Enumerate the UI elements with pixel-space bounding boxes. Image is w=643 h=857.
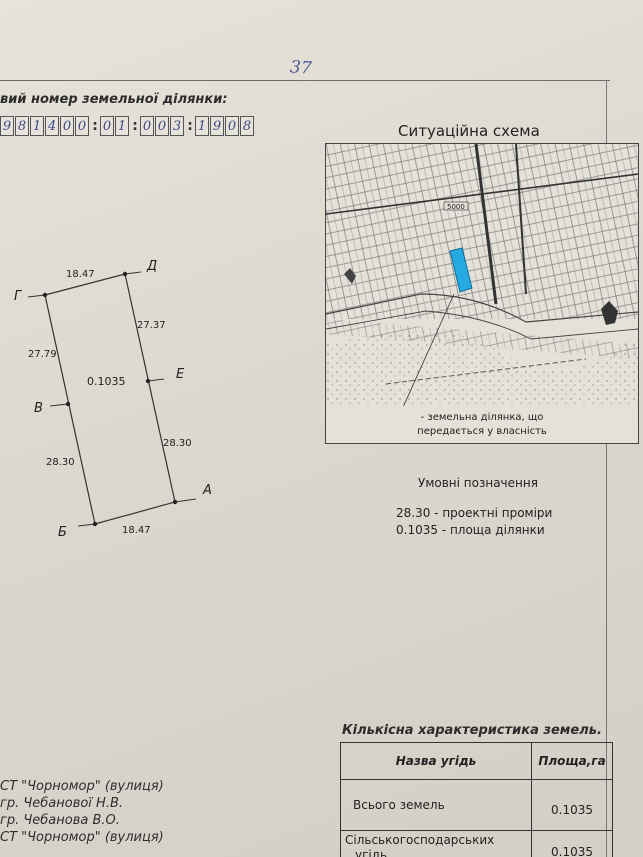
cad-digit: 0: [75, 116, 89, 136]
cad-digit: 0: [60, 116, 74, 136]
row-agri-name-line1: Сільськогосподарських: [345, 833, 495, 847]
situation-title: Ситуаційна схема: [398, 122, 540, 140]
cadastral-number: 9 8 1 4 0 0 : 0 1 : 0 0 3 : 1 9 0 8: [0, 116, 255, 136]
row-total-name: Всього земель: [340, 779, 532, 831]
vertex-v: [65, 401, 71, 407]
cad-digit: 3: [170, 116, 184, 136]
point-label-g: Г: [14, 289, 23, 304]
map-block-number: 5000: [447, 203, 465, 211]
point-label-a: А: [202, 483, 212, 498]
cad-digit: 0: [100, 116, 114, 136]
land-table: Назва угідь Площа,га Всього земель 0.103…: [340, 742, 613, 857]
cad-separator: :: [132, 118, 138, 134]
legend-item-area: 0.1035 - площа ділянки: [396, 523, 545, 537]
row-agri-name-line2: угідь: [355, 848, 388, 857]
cad-digit: 4: [45, 116, 59, 136]
cad-separator: :: [92, 118, 98, 134]
measure-v-b: 28.30: [46, 457, 75, 468]
plot-label-line2: передається у власність: [417, 426, 547, 437]
owner-line: СТ "Чорномор" (вулиця): [0, 779, 164, 794]
cad-digit: 0: [140, 116, 154, 136]
row-agri-area: 0.1035: [531, 830, 613, 857]
point-label-d: Д: [146, 259, 157, 274]
cad-digit: 8: [240, 116, 254, 136]
vertex-d: [122, 271, 128, 277]
cad-digit: 8: [15, 116, 29, 136]
legend-item-measurements: 28.30 - проектні проміри: [396, 506, 553, 520]
top-rule: [0, 80, 610, 81]
right-rule: [606, 80, 607, 857]
land-plot-marker: [449, 247, 473, 293]
map-parcels: [326, 144, 638, 319]
cad-digit: 9: [210, 116, 224, 136]
situation-map: 5000 - земельна ділянка, що передається …: [325, 143, 639, 444]
measure-top: 18.47: [66, 269, 95, 280]
situation-map-graphic: 5000: [326, 144, 638, 443]
plot-drawing: Г Д Е В А Б 18.47 27.37 27.79 0.1035 28.…: [14, 259, 212, 540]
point-label-e: Е: [176, 367, 185, 382]
table-row: Сільськогосподарських угідь 0.1035: [340, 830, 613, 857]
vertex-g: [42, 292, 48, 298]
point-label-b: Б: [58, 525, 67, 540]
cad-digit: 1: [195, 116, 209, 136]
plot-label-line1: - земельна ділянка, що: [420, 412, 544, 423]
measure-bottom: 18.47: [122, 525, 151, 536]
cad-digit: 0: [225, 116, 239, 136]
cad-digit: 9: [0, 116, 14, 136]
header-land-name: Назва угідь: [340, 742, 532, 780]
table-row: Всього земель 0.1035: [340, 779, 613, 831]
cad-digit: 1: [30, 116, 44, 136]
point-label-v: В: [34, 401, 43, 416]
vertex-a: [172, 499, 178, 505]
cad-separator: :: [187, 118, 193, 134]
boundary-owners: СТ "Чорномор" (вулиця) гр. Чебанової Н.В…: [0, 778, 164, 846]
characteristics-title: Кількісна характеристика земель.: [342, 723, 602, 738]
owner-line: гр. Чебанова В.О.: [0, 813, 120, 828]
cad-digit: 1: [115, 116, 129, 136]
table-header-row: Назва угідь Площа,га: [340, 742, 613, 780]
vertex-e: [145, 378, 151, 384]
page-number: 37: [289, 57, 313, 79]
plot-area: 0.1035: [87, 375, 126, 388]
row-agri-name: Сільськогосподарських угідь: [340, 830, 532, 857]
legend-title: Умовні позначення: [418, 476, 538, 490]
cadastral-label: вий номер земельної ділянки:: [0, 92, 228, 107]
plot-outline: [44, 273, 176, 525]
vertex-b: [92, 521, 98, 527]
measure-e-a: 28.30: [163, 438, 192, 449]
header-area: Площа,га: [531, 742, 613, 780]
row-total-area: 0.1035: [531, 779, 613, 831]
owner-line: гр. Чебанової Н.В.: [0, 796, 124, 811]
measure-d-e: 27.37: [137, 320, 166, 331]
cad-digit: 0: [155, 116, 169, 136]
owner-line: СТ "Чорномор" (вулиця): [0, 830, 164, 845]
measure-g-v: 27.79: [28, 349, 57, 360]
